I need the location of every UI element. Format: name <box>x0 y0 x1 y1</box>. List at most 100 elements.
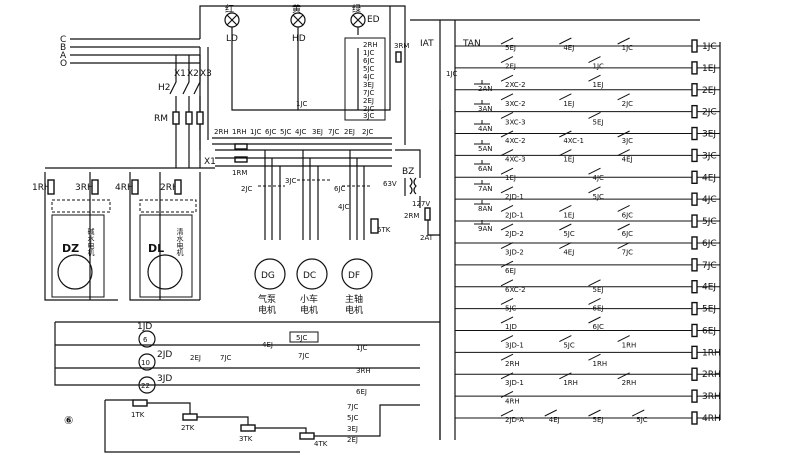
h2-label: H2 <box>158 83 171 93</box>
overload-2tk <box>182 413 198 421</box>
iat-label: IAT <box>420 39 434 49</box>
pump-dl-frame <box>139 214 193 298</box>
heater-4rh <box>131 179 139 195</box>
coil-symbol <box>691 345 698 360</box>
timer-1jd-value: 6 <box>143 336 148 344</box>
contact-symbol <box>500 242 514 250</box>
contact-symbol <box>617 93 630 101</box>
bus-label-a: A <box>60 51 67 61</box>
heater-feeders <box>44 167 215 301</box>
motor-contact-2jc: 2JC <box>241 185 253 193</box>
contact-label: 1JD <box>505 323 517 331</box>
contact-label: 4XC-2 <box>505 137 526 145</box>
contact-label: 7JC <box>622 249 634 257</box>
coil-label: 6EJ <box>702 326 716 336</box>
lower-contact-2: 4EJ <box>262 341 273 349</box>
push-button-label: 6AN <box>478 165 492 173</box>
terminal-1: 1RH <box>232 128 247 136</box>
overload-chain <box>104 399 420 453</box>
overload-5tk <box>370 218 379 234</box>
overload-4tk <box>299 432 315 440</box>
contact-symbol <box>617 242 630 250</box>
terminal-8: 2EJ <box>344 128 355 136</box>
coil-label: 2RH <box>702 370 721 380</box>
heater-3rh-label: 3RH <box>75 183 94 193</box>
contact-symbol <box>617 372 630 380</box>
motor-dg: DG <box>254 258 286 290</box>
contact-label: 2EJ <box>505 63 516 71</box>
contact-label: 2JD-A <box>505 416 524 424</box>
contact-label: 4EJ <box>622 156 633 164</box>
contact-symbol <box>559 37 572 45</box>
contact-label: 6EJ <box>505 267 516 275</box>
coil-label: 4EJ <box>702 283 716 293</box>
contact-symbol <box>500 372 514 380</box>
ic-top-label: 1JC <box>296 100 308 108</box>
contact-label: 4RH <box>505 397 520 405</box>
terminal-3: 6JC <box>265 128 277 136</box>
heater-section: 1RH 3RH 4RH 2RH DZ 碱水电机 DL 清水电机 <box>32 179 197 298</box>
terminal-7: 7JC <box>328 128 340 136</box>
contact-label: 5JC <box>563 342 575 350</box>
timer-2jd-dial <box>138 353 156 371</box>
contact-label: 5EJ <box>593 118 604 126</box>
contact-symbol <box>500 409 514 417</box>
contact-label: 1EJ <box>563 100 574 108</box>
coil-symbol <box>691 148 698 163</box>
heater-1rh-label: 1RH <box>32 183 51 193</box>
stack-label-1: 2RH <box>363 41 378 49</box>
contact-symbol <box>617 223 630 231</box>
bus-lines <box>70 38 200 64</box>
contact-label: 1RH <box>622 342 637 350</box>
fuse-rm-2 <box>185 111 193 125</box>
contact-label: 4XC-1 <box>563 137 584 145</box>
terminal-2: 1JC <box>250 128 262 136</box>
indicator-lamps: 红 黄 绿 LD HD ED <box>224 3 391 111</box>
contact-symbol <box>500 223 514 231</box>
contact-label: 1RH <box>563 379 578 387</box>
contact-symbol <box>617 130 630 138</box>
svg-text:DF: DF <box>348 271 360 281</box>
contact-symbol <box>500 204 514 212</box>
contact-label: 4JC <box>593 174 605 182</box>
contact-label: 2RH <box>505 360 520 368</box>
push-button-icon <box>474 180 490 185</box>
pump-dl-name: 清水电机 <box>176 227 184 257</box>
contact-symbol <box>559 242 572 250</box>
lower-relay-box <box>289 331 319 343</box>
contact-label: 4EJ <box>563 44 574 52</box>
contact-label: 4EJ <box>549 416 560 424</box>
motor-dg-name-1: 气泵 <box>258 293 276 305</box>
contact-symbol <box>544 409 557 417</box>
contact-symbol <box>588 409 601 417</box>
stack-label-2: 1JC <box>363 49 375 57</box>
pump-dz-code: DZ <box>62 242 79 255</box>
stack-label-8: 2EJ <box>363 97 374 105</box>
contact-symbol <box>588 167 601 175</box>
contact-symbol <box>617 335 630 343</box>
motor-contact-4jc: 4JC <box>338 203 350 211</box>
contact-symbol <box>588 74 601 82</box>
lamp-hd-code: HD <box>292 34 306 44</box>
push-button-label: 9AN <box>478 225 492 233</box>
v127-label: 127V <box>412 200 430 208</box>
push-button-icon <box>474 120 490 125</box>
contact-label: 1JC <box>593 63 605 71</box>
lower-extra-2: 7JC <box>347 403 359 411</box>
contact-label: 2JD-1 <box>505 211 524 219</box>
contact-symbol <box>617 37 630 45</box>
push-button-label: 5AN <box>478 145 492 153</box>
tk4-label: 4TK <box>314 440 328 448</box>
coil-symbol <box>691 301 698 316</box>
motor-feeders <box>215 149 392 240</box>
coil-symbol <box>691 411 698 425</box>
contact-label: 5JC <box>636 416 648 424</box>
coil-label: 3JC <box>702 151 717 161</box>
coil-symbol <box>691 126 698 141</box>
motor-dc: DC <box>296 258 328 290</box>
push-button-icon <box>474 220 490 225</box>
contact-label: 6JC <box>622 211 634 219</box>
fuse-3rm <box>395 51 402 63</box>
contact-symbol <box>500 149 514 157</box>
contact-symbol <box>632 409 645 417</box>
